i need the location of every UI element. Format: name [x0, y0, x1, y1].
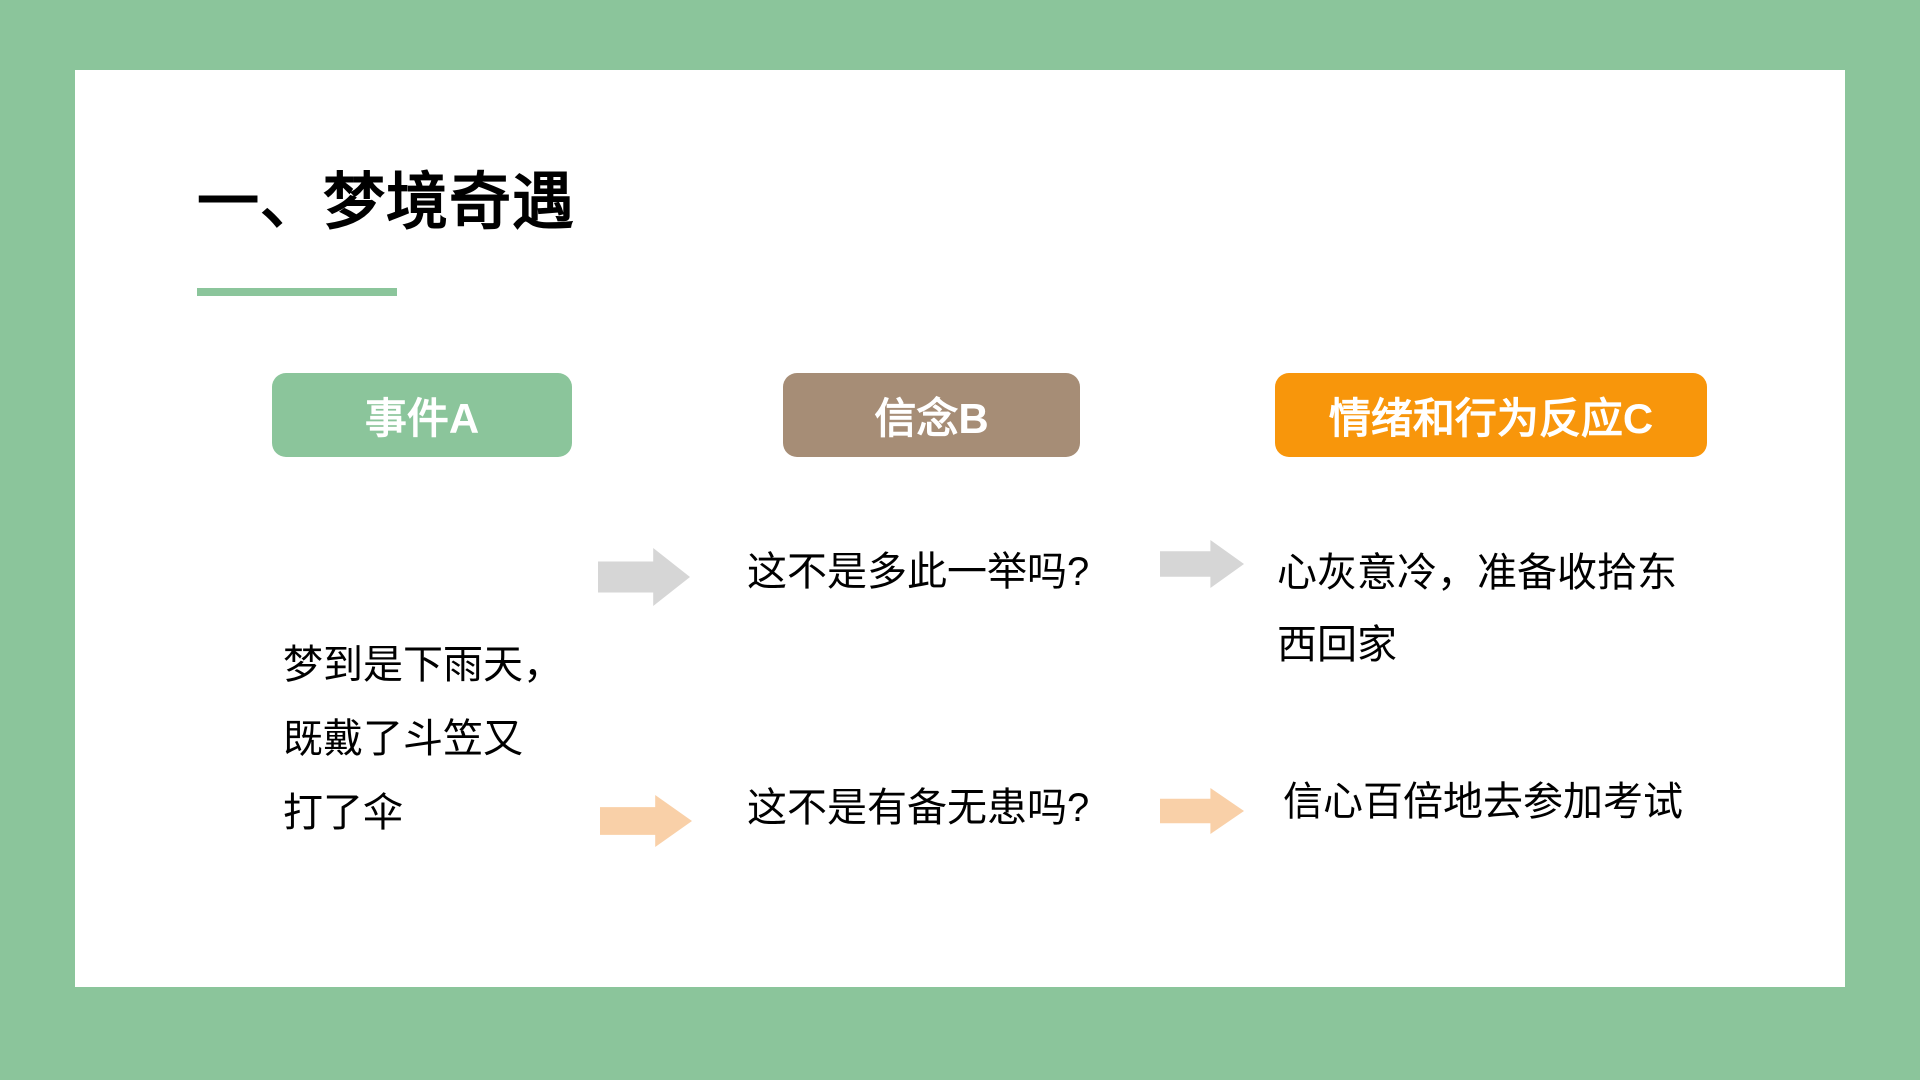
- arrow-right-gray-icon: [1160, 540, 1244, 588]
- header-box-event-a: 事件A: [272, 373, 572, 457]
- header-label-reaction-c: 情绪和行为反应C: [1328, 394, 1654, 442]
- header-box-reaction-c: 情绪和行为反应C: [1275, 373, 1707, 457]
- event-a-text: 梦到是下雨天， 既戴了斗笠又 打了伞: [283, 628, 563, 850]
- title-underline: [197, 288, 397, 296]
- header-label-event-a: 事件A: [364, 394, 480, 442]
- arrow-right-peach-icon: [1160, 788, 1244, 834]
- belief-b-text-row1: 这不是多此一举吗?: [747, 550, 1090, 594]
- event-a-text-line-1: 梦到是下雨天，: [283, 643, 563, 687]
- arrow-right-gray-icon: [598, 548, 690, 606]
- reaction-c-text-row1-line-2: 西回家: [1277, 623, 1397, 667]
- reaction-c-text-row2: 信心百倍地去参加考试: [1283, 780, 1683, 824]
- slide-title: 一、梦境奇遇: [197, 169, 576, 237]
- arrow-right-peach-icon: [600, 795, 692, 847]
- event-a-text-line-2: 既戴了斗笠又: [283, 717, 523, 761]
- reaction-c-text-row1-line-1: 心灰意冷，准备收拾东: [1277, 551, 1677, 595]
- event-a-text-line-3: 打了伞: [283, 791, 403, 835]
- header-label-belief-b: 信念B: [874, 394, 989, 442]
- content-panel: [75, 70, 1845, 987]
- reaction-c-text-row2-line-1: 信心百倍地去参加考试: [1283, 780, 1683, 824]
- belief-b-text-row2: 这不是有备无患吗?: [747, 786, 1090, 830]
- reaction-c-text-row1: 心灰意冷，准备收拾东 西回家: [1277, 537, 1677, 681]
- header-box-belief-b: 信念B: [783, 373, 1080, 457]
